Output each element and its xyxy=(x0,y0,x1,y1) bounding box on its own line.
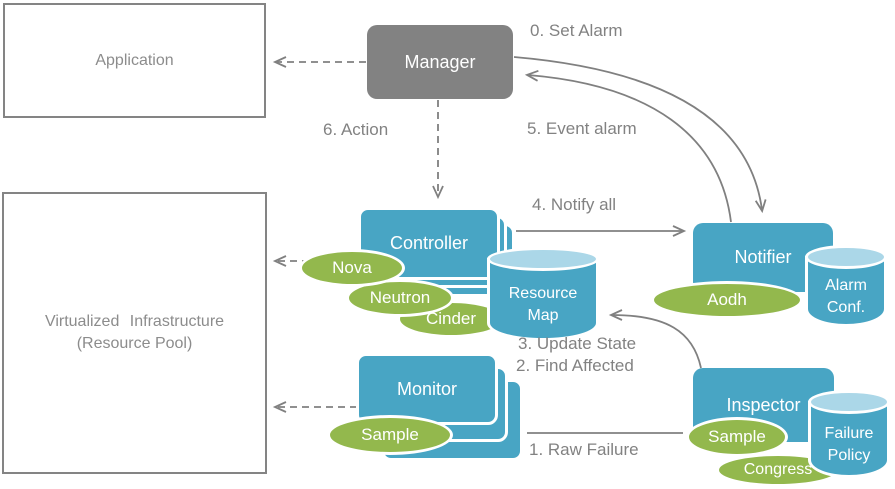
failure-policy-datastore: Failure Policy xyxy=(808,390,890,478)
failure-policy-label-line2: Policy xyxy=(827,447,871,464)
monitor-sample-label: Sample xyxy=(361,425,419,444)
set-alarm-edge-label: 0. Set Alarm xyxy=(530,21,623,40)
alarm-conf-label-line2: Conf. xyxy=(826,299,866,316)
notify-all-edge-label: 4. Notify all xyxy=(532,195,617,214)
resource-map-label-line1: Resource xyxy=(508,285,578,303)
monitor-sample-plugin-ellipse: Sample xyxy=(327,415,453,455)
edge-set-alarm-curve xyxy=(513,56,767,214)
alarm-conf-cylinder-body xyxy=(805,256,887,327)
aodh-plugin-ellipse: Aodh xyxy=(651,281,803,319)
nova-plugin-ellipse: Nova xyxy=(299,249,405,287)
aodh-label: Aodh xyxy=(707,290,747,309)
neutron-label: Neutron xyxy=(369,288,431,307)
virtualized-infrastructure-label-line2: (Resource Pool) xyxy=(76,335,193,352)
action-edge-label: 6. Action xyxy=(323,120,389,139)
controller-node: Controller xyxy=(358,207,500,280)
virtualized-infrastructure-box: Virtualized Infrastructure (Resource Poo… xyxy=(2,192,267,474)
update-state-edge-label: 3. Update State xyxy=(518,334,637,353)
nova-label: Nova xyxy=(332,258,372,277)
event-alarm-edge-label: 5. Event alarm xyxy=(527,119,637,138)
monitor-label: Monitor xyxy=(396,378,458,399)
edge-update-state-curve xyxy=(608,309,702,369)
resource-map-datastore: Resource Map xyxy=(487,247,599,341)
resource-map-label-line2: Map xyxy=(527,307,559,324)
notifier-label: Notifier xyxy=(734,247,792,267)
virtualized-infrastructure-label-line1: Virtualized Infrastructure xyxy=(44,313,225,330)
alarm-conf-label-line1: Alarm xyxy=(825,277,867,295)
monitor-node: Monitor xyxy=(356,353,498,425)
congress-plugin-ellipse: Congress xyxy=(716,453,840,487)
edge-event-alarm-curve xyxy=(524,69,732,223)
resource-map-cylinder-top xyxy=(487,247,599,271)
failure-policy-cylinder-top xyxy=(808,390,890,414)
cinder-label: Cinder xyxy=(425,309,477,328)
manager-label: Manager xyxy=(404,51,476,72)
manager-node: Manager xyxy=(367,25,513,99)
alarm-conf-cylinder-top xyxy=(805,245,887,269)
inspector-label: Inspector xyxy=(726,394,801,415)
find-affected-edge-label: 2. Find Affected xyxy=(516,356,634,375)
inspector-sample-plugin-ellipse: Sample xyxy=(686,417,788,457)
controller-label: Controller xyxy=(389,233,469,253)
congress-label: Congress xyxy=(743,461,813,478)
raw-failure-edge-label: 1. Raw Failure xyxy=(529,440,639,459)
resource-map-cylinder-body xyxy=(487,258,599,341)
failure-policy-label-line1: Failure xyxy=(824,425,874,443)
application-box: Application xyxy=(3,3,266,118)
application-label: Application xyxy=(95,51,174,69)
alarm-conf-datastore: Alarm Conf. xyxy=(805,245,887,327)
inspector-sample-label: Sample xyxy=(708,427,766,446)
